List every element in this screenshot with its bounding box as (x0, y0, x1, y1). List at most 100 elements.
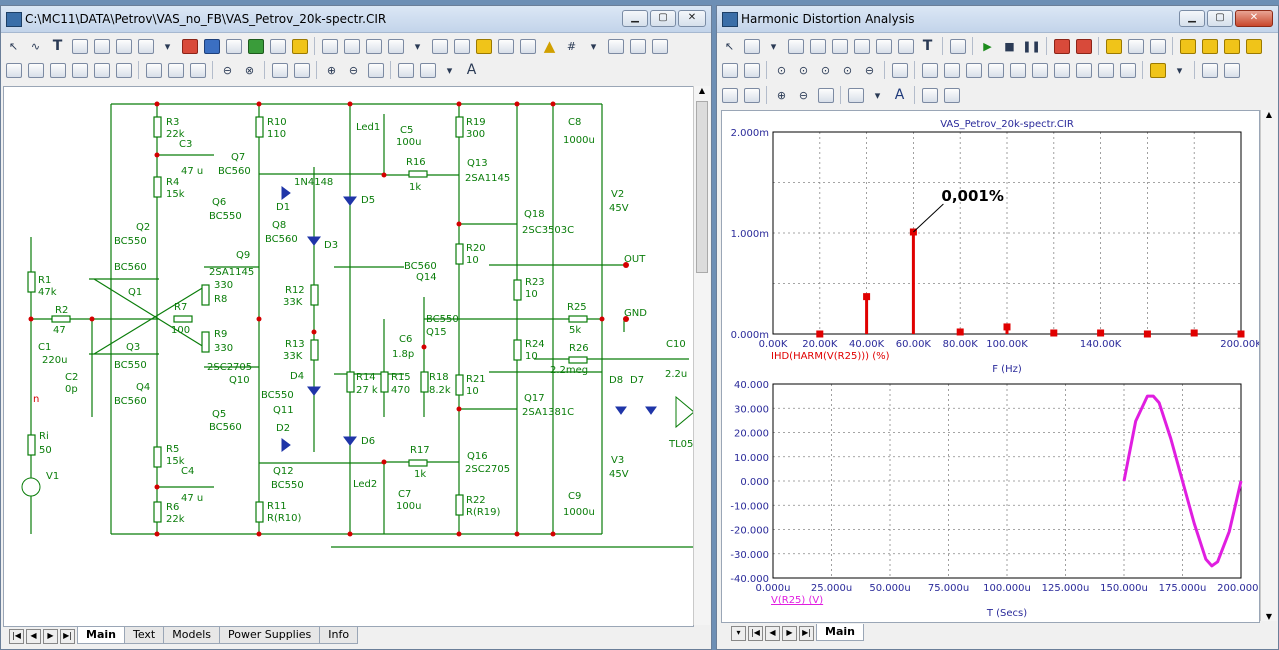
stop-icon[interactable]: ■ (1004, 39, 1015, 53)
list-icon[interactable] (1199, 60, 1220, 81)
layout-2-icon[interactable] (1199, 36, 1220, 57)
scale-x-icon[interactable] (851, 36, 872, 57)
tab-main[interactable]: Main (77, 627, 125, 644)
layer2-icon[interactable] (291, 60, 312, 81)
square-icon[interactable] (47, 60, 68, 81)
scale-icon[interactable] (741, 36, 762, 57)
tab-models[interactable]: Models (163, 627, 220, 644)
next-page-icon[interactable]: ▶ (782, 626, 797, 641)
tab-info[interactable]: Info (319, 627, 359, 644)
mirror-icon[interactable] (91, 60, 112, 81)
voltage-icon[interactable] (429, 36, 450, 57)
pencil-icon[interactable] (91, 36, 112, 57)
high-icon[interactable] (963, 60, 984, 81)
select-mode-icon[interactable]: ↖ (724, 39, 735, 53)
minimize-button[interactable]: ▁ (622, 10, 648, 27)
dropdown-arrow-icon[interactable]: ▾ (590, 39, 597, 53)
zoom-fit-icon[interactable] (365, 60, 386, 81)
info-icon[interactable] (201, 36, 222, 57)
curve-icon[interactable] (895, 36, 916, 57)
tag-icon[interactable] (1147, 60, 1168, 81)
grid-icon[interactable] (289, 36, 310, 57)
slope-icon[interactable] (1073, 60, 1094, 81)
dropdown-arrow-icon[interactable]: ▾ (164, 39, 171, 53)
data-points-icon[interactable] (1103, 36, 1124, 57)
flag-icon[interactable] (517, 36, 538, 57)
stop-icon[interactable] (179, 36, 200, 57)
font-icon[interactable]: A (894, 87, 905, 103)
valley-marker-icon[interactable] (941, 60, 962, 81)
pause-icon[interactable]: ❚❚ (1022, 39, 1041, 53)
inflection-icon[interactable] (1007, 60, 1028, 81)
zoom-fit-icon[interactable] (815, 85, 836, 106)
grid-icon[interactable] (1147, 36, 1168, 57)
minus-icon[interactable]: ⊖ (222, 63, 233, 77)
minus-box-icon[interactable] (719, 60, 740, 81)
prev-page-icon[interactable]: ◀ (26, 629, 41, 644)
warning-icon[interactable]: ▲ (543, 37, 556, 55)
properties-icon[interactable] (267, 36, 288, 57)
last-page-icon[interactable]: ▶| (60, 629, 75, 644)
dropdown-arrow-icon[interactable]: ▾ (414, 39, 421, 53)
close-button[interactable]: ✕ (678, 10, 706, 27)
flip-icon[interactable] (113, 60, 134, 81)
tokens-icon[interactable] (1125, 36, 1146, 57)
rotate-icon[interactable] (135, 36, 156, 57)
cursor-left-icon[interactable]: ⊙ (776, 63, 787, 77)
dropdown-arrow-icon[interactable]: ▾ (1176, 63, 1183, 77)
table-icon[interactable] (889, 60, 910, 81)
peak-icon[interactable]: ⊙ (820, 63, 831, 77)
cursor-right-icon[interactable]: ⊙ (798, 63, 809, 77)
minimize-button[interactable]: ▁ (1179, 10, 1205, 27)
auto-scale-icon[interactable] (1073, 36, 1094, 57)
dropdown-arrow-icon[interactable]: ▾ (731, 626, 746, 641)
schematic-titlebar[interactable]: C:\MC11\DATA\Petrov\VAS_no_FB\VAS_Petrov… (1, 6, 711, 33)
close-button[interactable]: ✕ (1235, 10, 1273, 27)
fit-icon[interactable] (719, 85, 740, 106)
tab-power-supplies[interactable]: Power Supplies (219, 627, 321, 644)
text-tool-icon[interactable] (319, 36, 340, 57)
scroll-up-arrow-icon[interactable]: ▲ (698, 86, 706, 95)
power-icon[interactable] (473, 36, 494, 57)
scale-plot-icon[interactable] (1051, 36, 1072, 57)
scroll-thumb[interactable] (696, 101, 708, 273)
last-page-icon[interactable]: ▶| (799, 626, 814, 641)
edit-icon[interactable] (187, 60, 208, 81)
find-icon[interactable] (143, 60, 164, 81)
fit-vertical-icon[interactable] (741, 85, 762, 106)
layer2-icon[interactable] (941, 85, 962, 106)
scroll-down-arrow-icon[interactable]: ▼ (1265, 612, 1273, 621)
prev-page-icon[interactable]: ◀ (765, 626, 780, 641)
cancel-icon[interactable]: ⊗ (244, 63, 255, 77)
component-icon[interactable] (113, 36, 134, 57)
draw-icon[interactable] (69, 36, 90, 57)
top-icon[interactable] (1117, 60, 1138, 81)
toolbar-icon[interactable] (3, 60, 24, 81)
wire-mode-icon[interactable]: ∿ (30, 39, 41, 53)
tab-main[interactable]: Main (816, 624, 864, 641)
layout-3-icon[interactable] (1221, 36, 1242, 57)
box-icon[interactable] (25, 60, 46, 81)
dropdown-arrow-icon[interactable]: ▾ (770, 39, 777, 53)
current-icon[interactable] (451, 36, 472, 57)
layer-icon[interactable] (269, 60, 290, 81)
schematic-vertical-scrollbar[interactable]: ▲ (693, 86, 710, 625)
valley-icon[interactable]: ⊙ (842, 63, 853, 77)
bottom-icon[interactable] (1095, 60, 1116, 81)
scroll-up-arrow-icon[interactable]: ▲ (1265, 110, 1273, 119)
cursor-mode-icon[interactable] (785, 36, 806, 57)
layer-icon[interactable] (919, 85, 940, 106)
run-icon[interactable]: ▶ (983, 39, 992, 53)
run-icon[interactable] (245, 36, 266, 57)
text-mode-icon[interactable]: T (52, 38, 63, 54)
pan-icon[interactable] (829, 36, 850, 57)
first-page-icon[interactable]: |◀ (748, 626, 763, 641)
zoom-out-icon[interactable]: ⊖ (798, 88, 809, 102)
next-page-icon[interactable]: ▶ (43, 629, 58, 644)
plus-box-icon[interactable] (741, 60, 762, 81)
page-icon[interactable] (605, 36, 626, 57)
waveform-icon[interactable] (341, 36, 362, 57)
node-numbers-icon[interactable] (223, 36, 244, 57)
grid-layout-icon[interactable] (417, 60, 438, 81)
